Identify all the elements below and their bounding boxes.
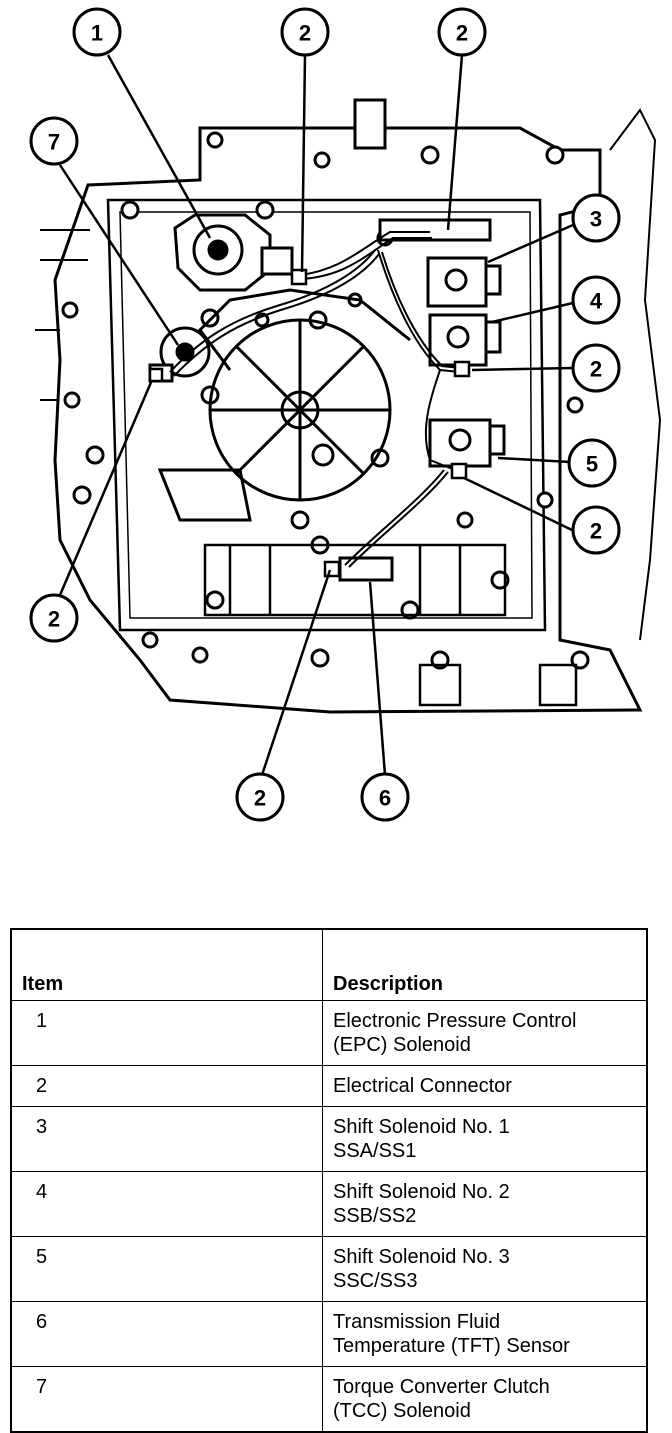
table-row: 7 Torque Converter Clutch (TCC) Solenoid <box>10 1366 648 1433</box>
lower-valve-channels <box>203 543 578 707</box>
callout-7 <box>29 116 79 166</box>
case-bolts <box>61 131 590 670</box>
callout-2-right-low <box>571 505 621 555</box>
legend-header-row: Item Description <box>10 928 648 1001</box>
callout-2-bottom <box>235 772 285 822</box>
callout-5 <box>567 438 617 488</box>
item-description: Shift Solenoid No. 1 SSA/SS1 <box>322 1106 648 1172</box>
shift-solenoid-ssa <box>426 256 502 308</box>
item-number: 3 <box>10 1106 323 1172</box>
item-description: Electrical Connector <box>322 1065 648 1107</box>
item-description: Electronic Pressure Control (EPC) Soleno… <box>322 1000 648 1066</box>
item-number: 5 <box>10 1236 323 1302</box>
callout-labels: 1 2 2 3 4 7 2 5 2 2 2 6 <box>48 21 603 811</box>
callout-label-2-top-right: 2 <box>456 21 468 46</box>
item-description: Transmission Fluid Temperature (TFT) Sen… <box>322 1301 648 1367</box>
shift-solenoid-ssb <box>428 313 502 367</box>
item-description: Shift Solenoid No. 3 SSC/SS3 <box>322 1236 648 1302</box>
callout-circles <box>29 7 621 822</box>
table-row: 4 Shift Solenoid No. 2 SSB/SS2 <box>10 1171 648 1237</box>
valve-body-plate <box>157 288 411 522</box>
wiring-harness <box>169 231 461 568</box>
callout-4 <box>571 275 621 325</box>
item-number: 4 <box>10 1171 323 1237</box>
callout-label-1: 1 <box>91 21 103 46</box>
legend-table: Item Description 1 Electronic Pressure C… <box>10 928 648 1433</box>
electrical-connectors <box>148 268 471 578</box>
description-column-header: Description <box>322 928 648 1001</box>
item-number: 7 <box>10 1366 323 1433</box>
callout-label-5: 5 <box>586 452 598 477</box>
callout-label-2-top: 2 <box>299 21 311 46</box>
item-description: Torque Converter Clutch (TCC) Solenoid <box>322 1366 648 1433</box>
callout-label-4: 4 <box>590 289 603 314</box>
item-number: 1 <box>10 1000 323 1066</box>
callout-label-6: 6 <box>379 786 391 811</box>
callout-3 <box>571 193 621 243</box>
item-description: Shift Solenoid No. 2 SSB/SS2 <box>322 1171 648 1237</box>
table-row: 6 Transmission Fluid Temperature (TFT) S… <box>10 1301 648 1367</box>
valve-body-diagram: 1 2 2 3 4 7 2 5 2 2 2 6 <box>29 7 662 822</box>
epc-solenoid <box>173 213 294 292</box>
callout-6 <box>360 772 410 822</box>
callout-label-2-right-low: 2 <box>590 519 602 544</box>
callout-label-7: 7 <box>48 130 60 155</box>
table-row: 3 Shift Solenoid No. 1 SSA/SS1 <box>10 1106 648 1172</box>
item-column-header: Item <box>10 928 323 1001</box>
callout-2-top-right <box>437 7 487 57</box>
table-row: 1 Electronic Pressure Control (EPC) Sole… <box>10 1000 648 1066</box>
callout-label-2-bottom: 2 <box>254 786 266 811</box>
shift-solenoid-ssc <box>428 418 506 468</box>
callout-1 <box>72 7 122 57</box>
callout-label-3: 3 <box>590 207 602 232</box>
table-row: 5 Shift Solenoid No. 3 SSC/SS3 <box>10 1236 648 1302</box>
case-connector <box>353 98 492 242</box>
leader-lines <box>58 54 574 776</box>
callout-label-2-right-mid: 2 <box>590 357 602 382</box>
callout-2-top <box>280 7 330 57</box>
item-number: 6 <box>10 1301 323 1367</box>
callout-label-2-left: 2 <box>48 607 60 632</box>
transmission-case <box>35 108 662 714</box>
callout-2-right-mid <box>571 343 621 393</box>
callout-2-left <box>29 593 79 643</box>
table-row: 2 Electrical Connector <box>10 1065 648 1107</box>
item-number: 2 <box>10 1065 323 1107</box>
